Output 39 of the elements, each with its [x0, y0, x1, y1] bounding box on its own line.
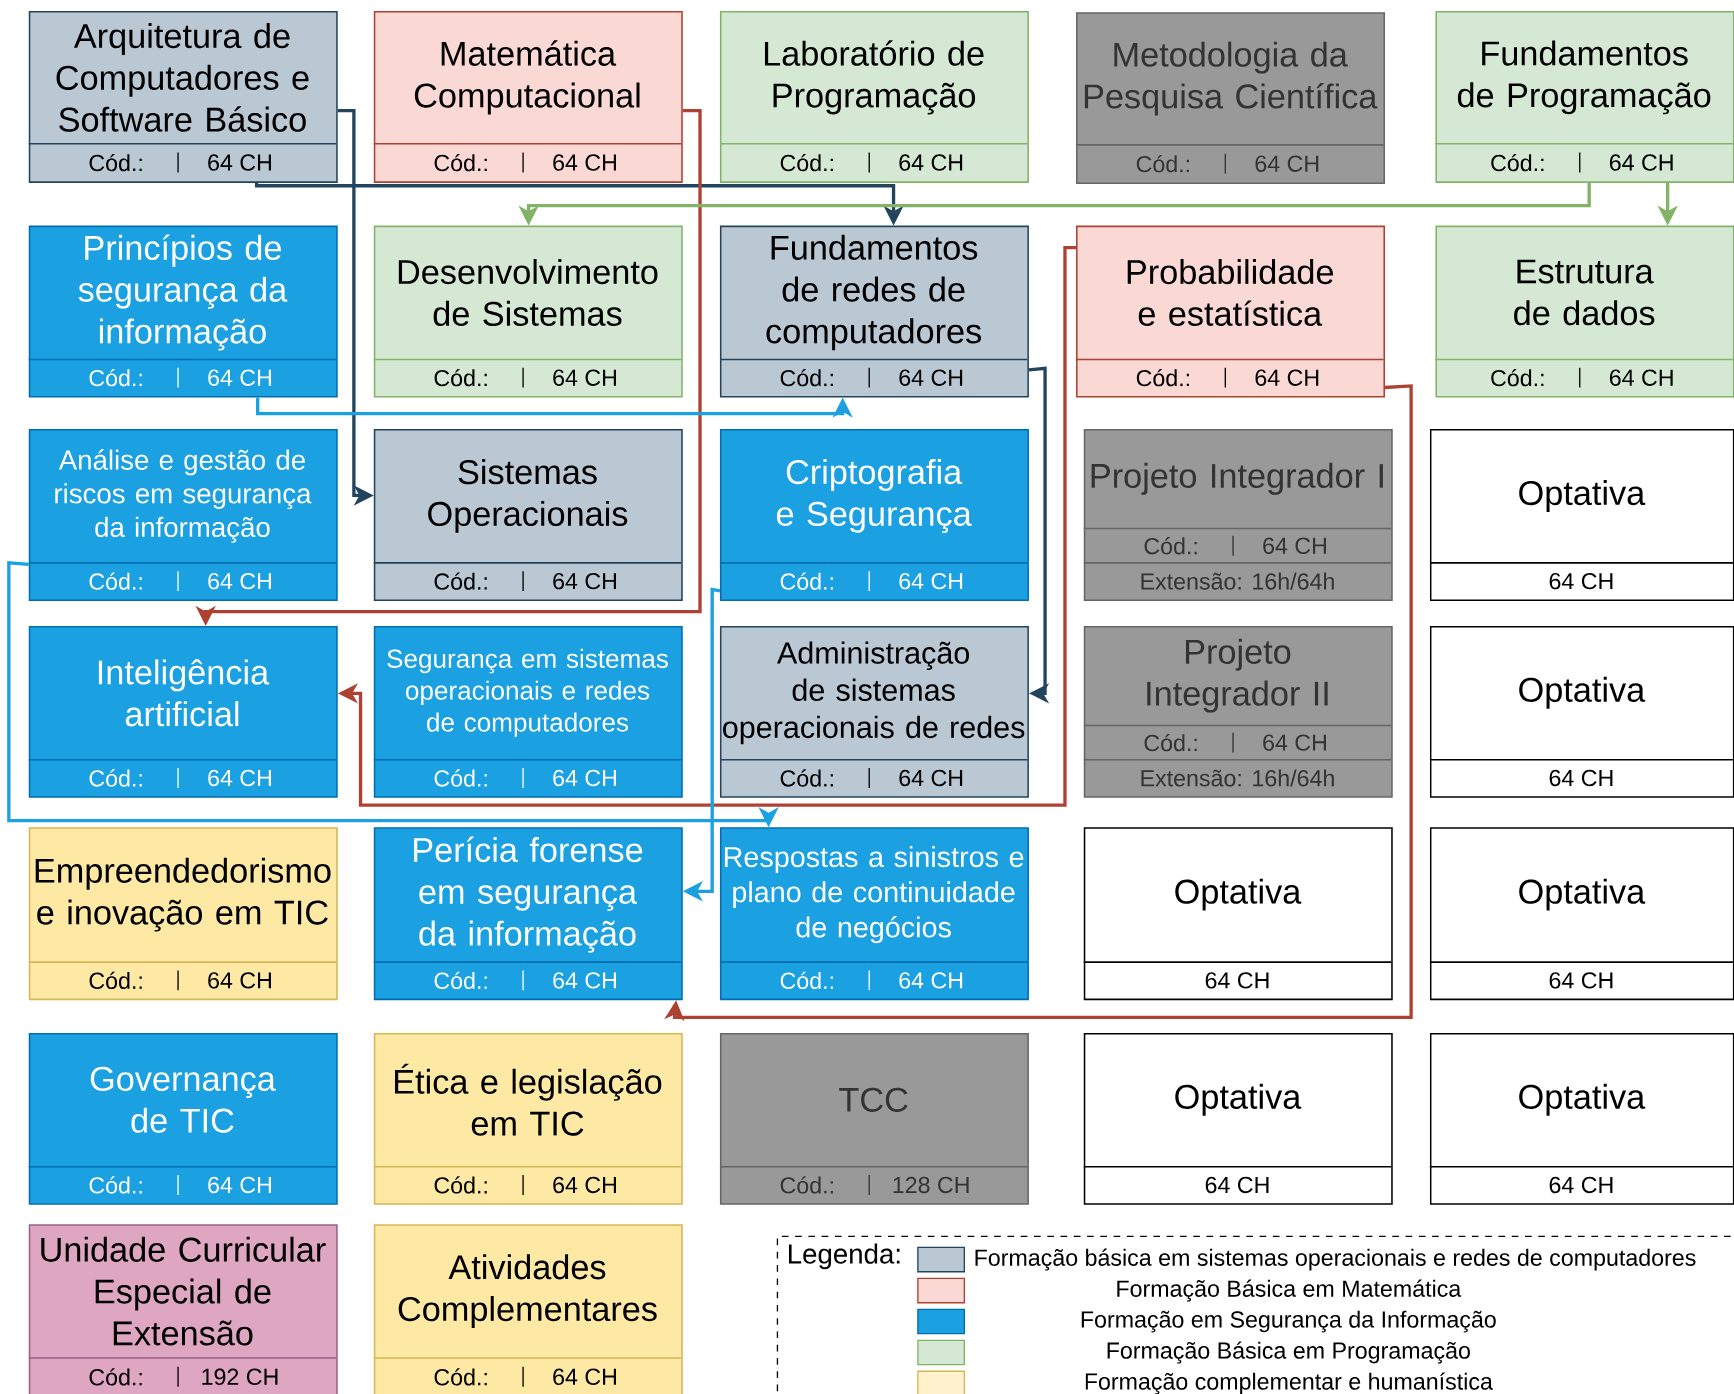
elective-box: Optativa 64 CH	[1429, 826, 1734, 1000]
elective-box: Optativa 64 CH	[1429, 1032, 1734, 1205]
course-box: Inteligência artificial Cód.: 64 CH	[28, 625, 338, 798]
course-box: Administração de sistemas operacionais de redes Cód.: 64 CH	[719, 625, 1029, 798]
course-box: Unidade Curricular Especial de Extensão Cód.: 192 CH	[28, 1223, 338, 1394]
legend-text: Formação Básica em Matemática	[1117, 1279, 1462, 1302]
course-box: Probabilidade e estatística Cód.: 64 CH	[1075, 225, 1385, 398]
course-box: Sistemas Operacionais Cód.: 64 CH	[373, 428, 683, 601]
legend-text: Formação básica em sistemas operacionais e redes de computadores	[975, 1248, 1696, 1271]
course-box: Análise e gestão de riscos em segurança da informação Cód.: 64 CH	[28, 428, 338, 601]
course-box: Desenvolvimento de Sistemas Cód.: 64 CH	[373, 225, 683, 398]
legend-title: Legenda:	[789, 1243, 900, 1269]
course-box: Governança de TIC Cód.: 64 CH	[28, 1032, 338, 1205]
elective-box: Optativa 64 CH	[1083, 1032, 1393, 1205]
course-box: Matemática Computacional Cód.: 64 CH	[373, 10, 683, 183]
elective-box: Optativa 64 CH	[1083, 826, 1393, 1000]
course-box: TCC Cód.: 128 CH	[719, 1032, 1029, 1205]
course-box: Arquitetura de Computadores e Software Básico Cód.: 64 CH	[28, 10, 338, 183]
course-box: Fundamentos de Programação Cód.: 64 CH	[1434, 10, 1734, 183]
course-box: Estrutura de dados Cód.: 64 CH	[1434, 225, 1734, 398]
elective-box: Optativa 64 CH	[1429, 428, 1734, 601]
course-box: Fundamentos de redes de computadores Cód.: 64 CH	[719, 225, 1029, 398]
elective-box: Optativa 64 CH	[1429, 625, 1734, 798]
course-box: Projeto Integrador I Cód.: 64 CH Extensão: 16h/64h	[1083, 428, 1393, 601]
course-box: Metodologia da Pesquisa Científica Cód.: 64 CH	[1075, 11, 1385, 184]
course-box: Segurança em sistemas operacionais e redes de computadores Cód.: 64 CH	[373, 625, 683, 798]
course-box: Empreendedorismo e inovação em TIC Cód.: 64 CH	[28, 826, 338, 1000]
course-box: Ética e legislação em TIC Cód.: 64 CH	[373, 1032, 683, 1205]
course-box: Laboratório de Programação Cód.: 64 CH	[719, 10, 1029, 183]
course-box: Projeto Integrador II Cód.: 64 CH Extensão: 16h/64h	[1083, 625, 1393, 798]
legend-text: Formação em Segurança da Informação	[1081, 1310, 1496, 1333]
legend-text: Formação complementar e humanística	[1085, 1372, 1493, 1394]
legend-text: Formação Básica em Programação	[1107, 1341, 1470, 1364]
course-box: Respostas a sinistros e plano de continuidade de negócios Cód.: 64 CH	[719, 826, 1029, 1000]
course-box: Princípios de segurança da informação Cód.: 64 CH	[28, 225, 338, 398]
course-box: Perícia forense em segurança da informação Cód.: 64 CH	[373, 826, 683, 1000]
arrow	[1028, 366, 1050, 704]
course-box: Atividades Complementares Cód.: 64 CH	[373, 1223, 683, 1394]
course-box: Criptografia e Segurança Cód.: 64 CH	[719, 428, 1029, 601]
